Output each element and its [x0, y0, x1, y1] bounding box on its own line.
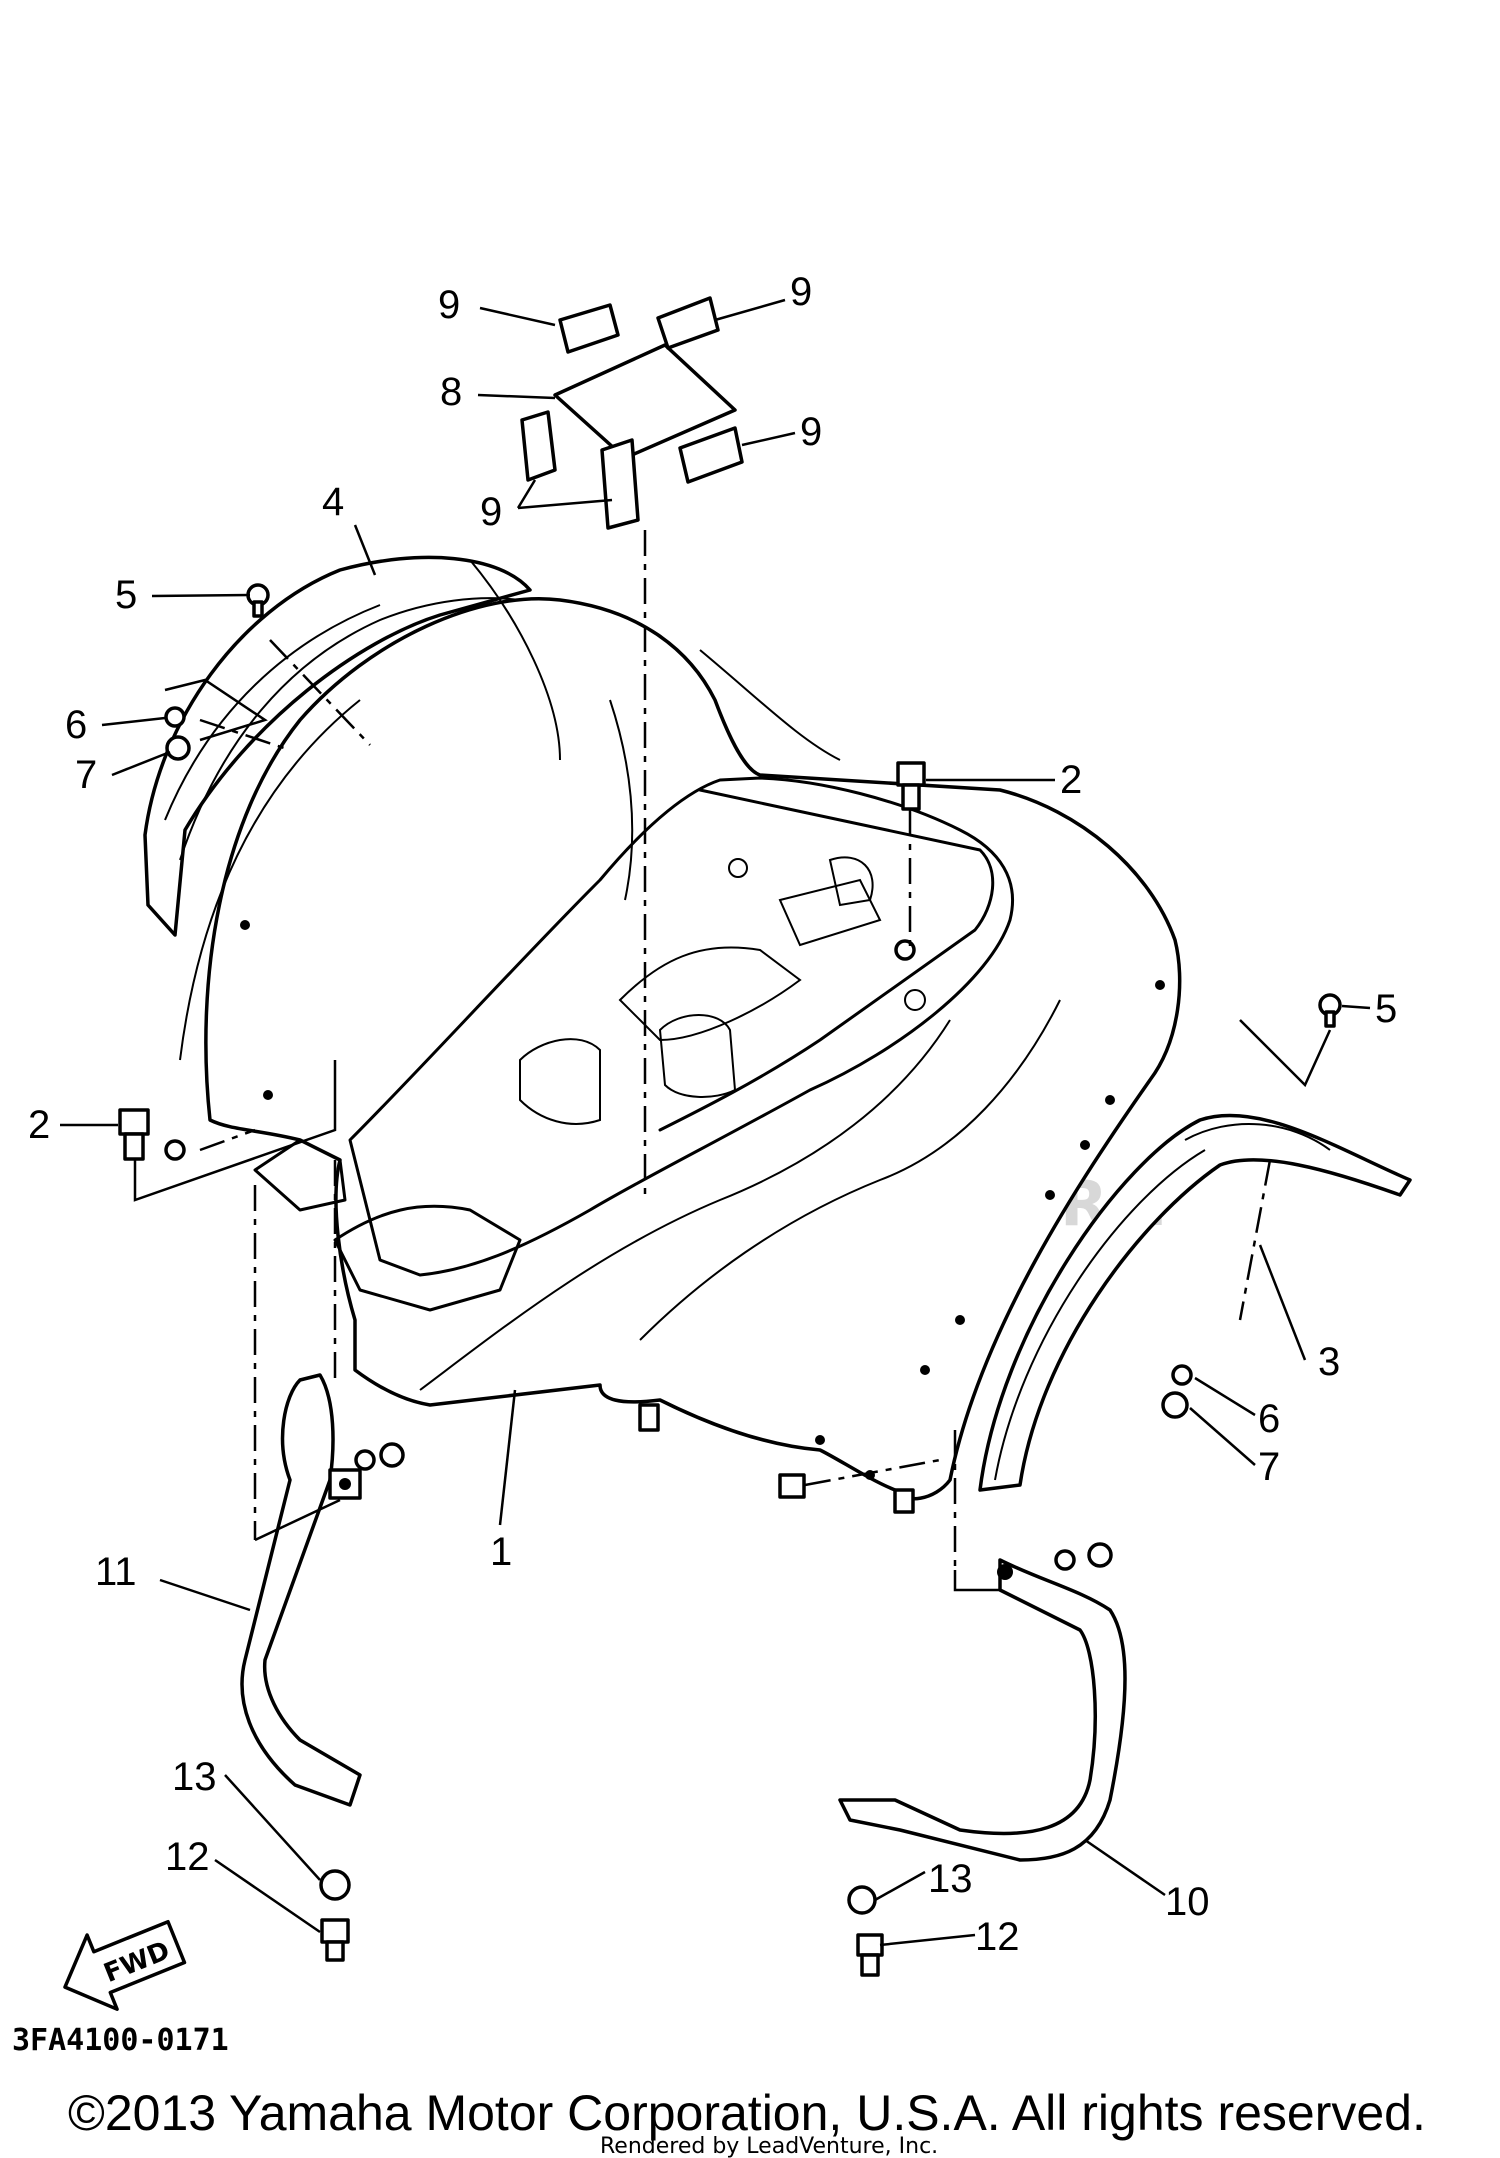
callout-13-right: 13: [928, 1857, 973, 1901]
bolt-2-top: [896, 761, 926, 811]
callout-9-c: 9: [800, 410, 822, 454]
callout-9-d: 9: [480, 490, 502, 534]
callout-2-left: 2: [28, 1103, 50, 1147]
pad-9-b: [656, 296, 720, 350]
pad-9-d: [600, 438, 640, 530]
left-fender-flap: [143, 555, 532, 937]
bolt-2-left: [118, 1108, 150, 1161]
grab-bar-10: [838, 1558, 1127, 1862]
hardware: [118, 583, 1342, 1977]
callout-8: 8: [440, 370, 462, 414]
callout-12-left: 12: [165, 1835, 210, 1879]
callout-7-left: 7: [75, 753, 97, 797]
leader-lines: [60, 298, 1371, 1947]
callout-3: 3: [1318, 1340, 1340, 1384]
callout-2-top: 2: [1060, 758, 1082, 802]
diagram-code: 3FA4100-0171: [12, 2023, 229, 2058]
callout-4: 4: [322, 480, 344, 524]
callout-9-b: 9: [790, 270, 812, 314]
callout-9-a: 9: [438, 283, 460, 327]
callout-5-left: 5: [115, 573, 137, 617]
pad-9-c: [520, 410, 557, 482]
callout-6-left: 6: [65, 703, 87, 747]
rear-fender-body: [179, 559, 1182, 1514]
pad-9-e: [678, 426, 744, 484]
fwd-arrow: FWD: [63, 1919, 187, 2011]
copyright-text: ©2013 Yamaha Motor Corporation, U.S.A. A…: [68, 2085, 1426, 2141]
callout-12-right: 12: [975, 1915, 1020, 1959]
assembly-lines: [133, 530, 1332, 1592]
callout-1: 1: [490, 1530, 512, 1574]
rendered-by-text: Rendered by LeadVenture, Inc.: [600, 2134, 938, 2158]
grab-bar-11: [240, 1373, 362, 1807]
callout-10: 10: [1165, 1880, 1210, 1924]
pad-9-a: [558, 303, 620, 354]
callout-11: 11: [95, 1550, 137, 1594]
pad-8: [553, 343, 737, 460]
right-fender-flap: [978, 1113, 1412, 1492]
callout-13-left: 13: [172, 1755, 217, 1799]
pad-set: [520, 296, 744, 530]
callout-6-right: 6: [1258, 1397, 1280, 1441]
callout-7-right: 7: [1258, 1445, 1280, 1489]
callout-labels: 9 9 8 9 9 4 5 6 7 2 2 5 3 6 7 1 11 10 13…: [28, 270, 1397, 1959]
callout-5-right: 5: [1375, 987, 1397, 1031]
